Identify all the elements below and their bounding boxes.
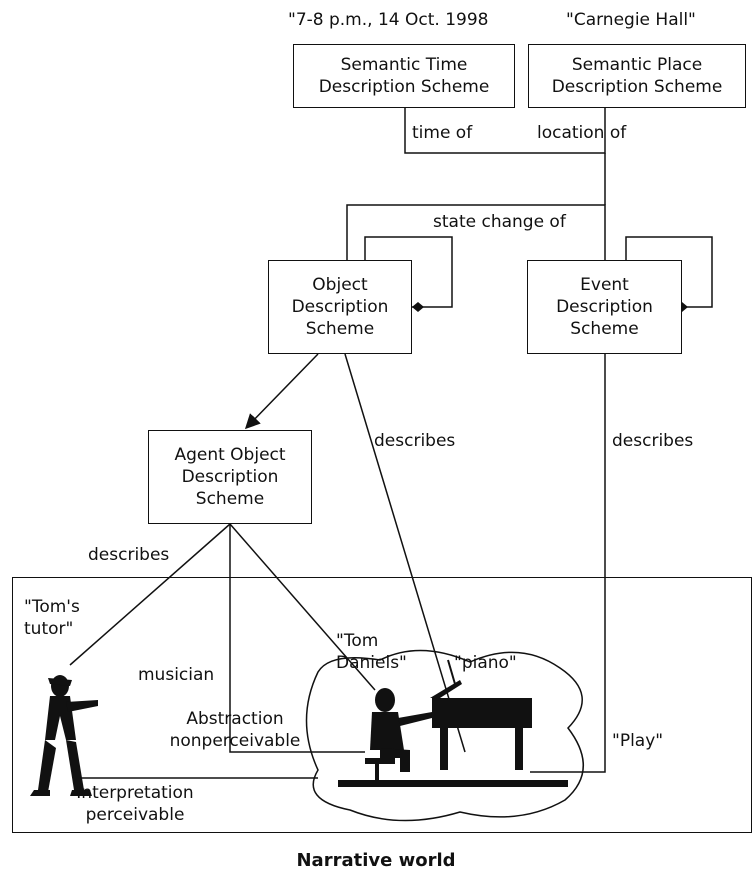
event-to-play-line <box>530 354 606 773</box>
object-diamond-icon <box>412 302 424 312</box>
toms-tutor-label: "Tom's tutor" <box>24 597 80 639</box>
object-to-piano-line <box>344 353 466 753</box>
conductor-silhouette-icon <box>30 675 98 796</box>
abstraction-label: Abstraction nonperceivable <box>169 709 301 751</box>
musician-label: musician <box>138 665 215 685</box>
event-describes-label: describes <box>612 431 694 451</box>
agent-to-tom-line <box>229 523 376 691</box>
narrative-world-title: Narrative world <box>296 850 456 871</box>
object-box: Object Description Scheme <box>268 260 412 354</box>
time-location-connector <box>404 108 606 154</box>
scene-cloud <box>305 649 584 822</box>
object-to-agent-arrow <box>244 353 319 430</box>
interpretation-label: Interpretation perceivable <box>76 783 194 825</box>
semantic-place-box: Semantic Place Description Scheme <box>528 44 746 108</box>
agent-to-tutor-line <box>69 523 231 666</box>
state-change-label: state change of <box>430 211 569 233</box>
play-label: "Play" <box>612 731 664 751</box>
semantic-place-value: "Carnegie Hall" <box>566 10 696 30</box>
object-describes-label: describes <box>374 431 456 451</box>
semantic-time-box: Semantic Time Description Scheme <box>293 44 515 108</box>
agent-object-box: Agent Object Description Scheme <box>148 430 312 524</box>
time-of-label: time of <box>412 123 473 143</box>
agent-describes-label: describes <box>88 545 170 565</box>
agent-musician-line <box>229 524 365 753</box>
event-box: Event Description Scheme <box>527 260 682 354</box>
pianist-piano-silhouette-icon <box>338 659 568 787</box>
piano-label: "piano" <box>454 653 517 673</box>
state-change-bracket <box>346 204 606 260</box>
object-self-loop <box>364 236 453 308</box>
tom-daniels-label: "Tom Daniels" <box>336 631 407 673</box>
event-self-loop <box>625 236 713 308</box>
semantic-time-value: "7-8 p.m., 14 Oct. 1998 <box>288 10 489 30</box>
location-of-label: location of <box>537 123 627 143</box>
